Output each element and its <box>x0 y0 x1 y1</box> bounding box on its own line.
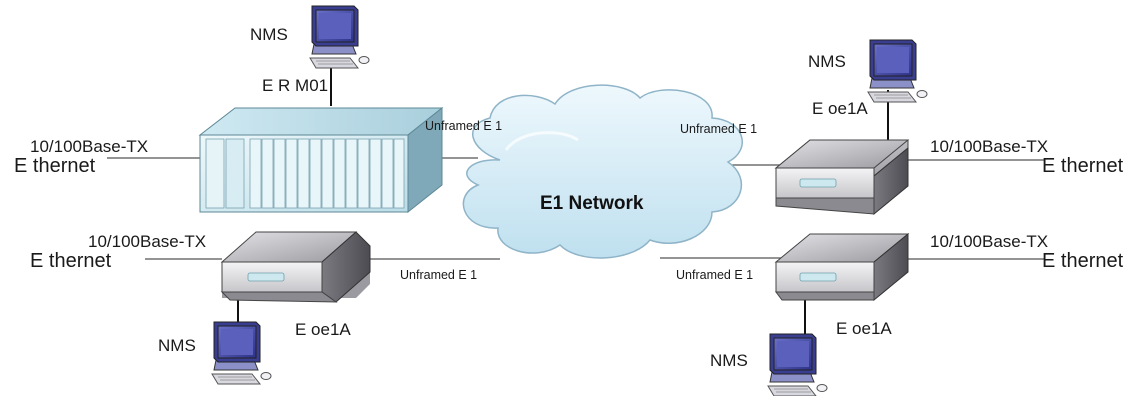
bottom-right-nms-label: NMS <box>710 351 748 370</box>
erm01-nms-label: NMS <box>250 25 288 44</box>
eoe1a-bottom-left-device <box>220 231 371 303</box>
e1-network-cloud: E1 Network <box>462 84 743 259</box>
erm01-chassis <box>198 106 444 214</box>
bottom-left-nms-computer-icon <box>211 321 272 385</box>
bottom-right-name-label: E oe1A <box>836 319 892 338</box>
top-right-port-label: 10/100Base-TX <box>930 137 1048 156</box>
bottom-left-nms-label: NMS <box>158 336 196 355</box>
bottom-left-e1-label: Unframed E 1 <box>400 268 477 282</box>
bottom-left-ethernet-label: E thernet <box>30 250 112 272</box>
erm01-port-label: 10/100Base-TX <box>30 137 148 156</box>
top-right-ethernet-label: E thernet <box>1042 155 1124 177</box>
top-right-nms-computer-icon <box>867 39 928 103</box>
cloud-label: E1 Network <box>540 193 644 214</box>
erm01-name-label: E R M01 <box>262 76 328 95</box>
bottom-right-ethernet-label: E thernet <box>1042 250 1124 272</box>
bottom-right-port-label: 10/100Base-TX <box>930 232 1048 251</box>
erm01-e1-label: Unframed E 1 <box>425 119 502 133</box>
bottom-right-e1-label: Unframed E 1 <box>676 268 753 282</box>
erm01-nms-computer-icon <box>309 5 370 69</box>
top-right-nms-label: NMS <box>808 52 846 71</box>
bottom-left-name-label: E oe1A <box>295 320 351 339</box>
bottom-right-nms-computer-icon <box>767 333 828 396</box>
top-right-name-label: E oe1A <box>812 99 868 118</box>
erm01-ethernet-label: E thernet <box>14 155 96 177</box>
eoe1a-bottom-right-device <box>774 232 910 302</box>
bottom-left-port-label: 10/100Base-TX <box>88 232 206 251</box>
top-right-e1-label: Unframed E 1 <box>680 122 757 136</box>
eoe1a-top-right-device <box>774 139 910 216</box>
